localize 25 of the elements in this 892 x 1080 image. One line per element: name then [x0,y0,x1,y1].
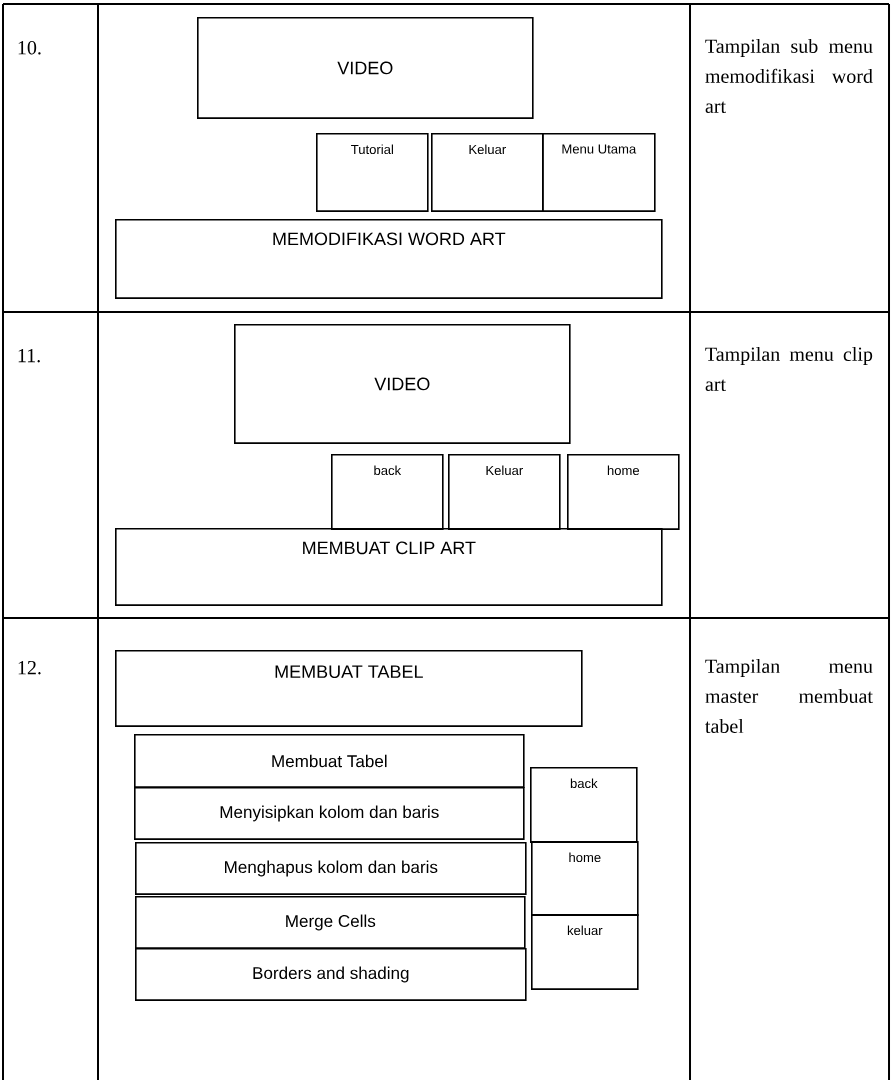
button-box: Tutorial [316,133,429,212]
row-number: 11. [18,348,40,363]
description-text: Tampilan menu clip art [705,346,873,391]
button-box: Keluar [448,454,561,530]
description-text: Tampilan menu master membuat tabel [705,658,873,733]
description-text: Tampilan sub menu memodifikasi word art [705,38,873,113]
button-box: back [331,454,444,530]
button-box: Keluar [431,133,544,212]
button-box: home [567,454,680,530]
menu-item-box: Membuat Tabel [134,734,525,788]
row-number: 10. [18,40,41,55]
title-box: MEMBUAT TABEL [115,650,583,727]
video-box: VIDEO [234,324,571,444]
video-box: VIDEO [197,17,534,119]
menu-item-box: Merge Cells [135,896,526,949]
menu-item-box: Menghapus kolom dan baris [135,842,527,895]
title-box: MEMBUAT CLIP ART [115,528,663,606]
row-number: 12. [18,660,41,675]
button-box: home [531,841,639,916]
title-box: MEMODIFIKASI WORD ART [115,219,663,299]
button-box: back [530,767,638,843]
menu-item-box: Borders and shading [135,948,527,1001]
menu-item-box: Menyisipkan kolom dan baris [134,787,525,840]
button-box: Menu Utama [542,133,656,212]
button-box: keluar [531,914,639,990]
